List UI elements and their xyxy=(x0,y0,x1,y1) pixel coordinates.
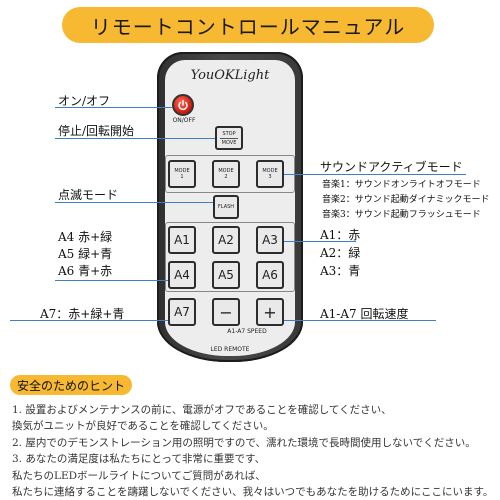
leader-line-a4-a6 xyxy=(55,280,168,281)
safety-line: 1. 設置およびメンテナンスの前に、電源がオフであることを確認してください、 xyxy=(12,404,392,416)
leader-line-onoff xyxy=(55,107,173,108)
a1-button[interactable]: A1 xyxy=(168,226,196,254)
mode-3-name: MODE xyxy=(262,168,278,174)
annotation-a5: A5 緑+青 xyxy=(58,247,113,261)
safety-line: 換気がユニットが良好であることを確認してください。 xyxy=(12,420,274,433)
mode-1-button[interactable]: MODE 1 xyxy=(168,160,196,188)
a2-button[interactable]: A2 xyxy=(212,226,240,254)
annotation-a4: A4 赤+緑 xyxy=(58,230,113,244)
leader-line-sound xyxy=(284,174,466,175)
mode-1-name: MODE xyxy=(174,168,190,174)
mode-2-number: 2 xyxy=(224,174,228,180)
leader-line-stop xyxy=(55,138,215,139)
safety-line: 私たちに連絡することを躊躇しないでください、我々はいつでもあなたを助けるためにこ… xyxy=(12,486,494,499)
safety-tips-body: 1. 設置およびメンテナンスの前に、電源がオフであることを確認してください、 換… xyxy=(12,402,494,500)
annotation-music-1: 音楽1：サウンドオンライトオフモード xyxy=(322,180,481,190)
mode-2-name: MODE xyxy=(218,168,234,174)
safety-line: 3. あなたの満足度は私たちにとって非常に重要です、 xyxy=(12,453,266,466)
annotation-a1: A1：赤 xyxy=(320,228,361,242)
power-button[interactable] xyxy=(172,94,194,116)
annotation-a7: A7：赤+緑+青 xyxy=(40,307,125,321)
safety-line: 私たちのLEDボールライトについてご質問があれば、 xyxy=(12,469,266,482)
power-icon xyxy=(178,99,188,111)
leader-line-speed xyxy=(284,320,436,321)
annotation-stop-start: 停止/回転開始 xyxy=(58,124,135,138)
move-label: MOVE xyxy=(221,139,237,146)
mode-1-number: 1 xyxy=(180,174,184,180)
annotation-music-2: 音楽2：サウンド起動ダイナミックモード xyxy=(322,195,490,205)
mode-2-button[interactable]: MODE 2 xyxy=(212,160,240,188)
annotation-a3: A3：青 xyxy=(320,264,361,278)
leader-line-a1 xyxy=(284,241,356,242)
annotation-sound-active: サウンドアクティブモード xyxy=(320,160,463,174)
speed-label: A1-A7 SPEED xyxy=(227,328,267,335)
remote-footer-label: LED REMOTE xyxy=(210,346,250,353)
a5-button[interactable]: A5 xyxy=(212,261,240,289)
mode-3-button[interactable]: MODE 3 xyxy=(256,160,284,188)
stop-label: STOP xyxy=(222,130,236,137)
annotation-a6: A6 青+赤 xyxy=(58,264,113,278)
flash-button[interactable]: FLASH xyxy=(213,195,239,219)
manual-title: リモートコントロールマニュアル xyxy=(62,7,434,43)
leader-line-flash xyxy=(55,202,213,203)
safety-line: 2. 屋内でのデモンストレーション用の照明ですので、濡れた環境で長時間使用しない… xyxy=(12,436,476,449)
stop-move-button[interactable]: STOP MOVE xyxy=(215,126,243,150)
speed-minus-button[interactable]: − xyxy=(212,298,240,326)
annotation-music-3: 音楽3：サウンド起動フラッシュモード xyxy=(322,210,481,220)
a7-button[interactable]: A7 xyxy=(168,298,196,326)
a6-button[interactable]: A6 xyxy=(256,261,284,289)
annotation-a2: A2：緑 xyxy=(320,246,361,260)
stop-divider xyxy=(220,137,238,139)
brand-logo: YouOKLight xyxy=(190,68,270,83)
safety-tips-title: 安全のためのヒント xyxy=(10,375,132,395)
a3-button[interactable]: A3 xyxy=(256,226,284,254)
a4-button[interactable]: A4 xyxy=(168,261,196,289)
annotation-onoff: オン/オフ xyxy=(58,94,111,108)
mode-3-number: 3 xyxy=(268,174,272,180)
leader-line-a7 xyxy=(10,320,168,321)
speed-plus-button[interactable]: + xyxy=(256,298,284,326)
annotation-speed: A1-A7 回転速度 xyxy=(320,307,409,321)
annotation-flash-mode: 点滅モード xyxy=(58,188,119,202)
power-label: ON/OFF xyxy=(172,117,196,124)
color-button-group xyxy=(165,222,295,292)
